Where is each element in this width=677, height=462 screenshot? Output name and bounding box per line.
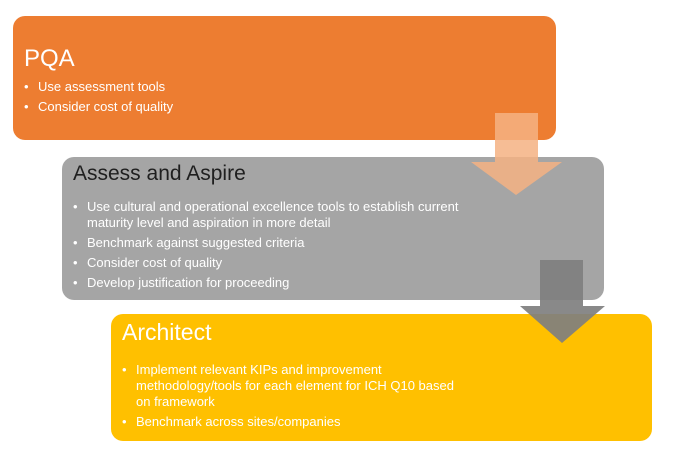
step-title: PQA xyxy=(24,45,75,72)
step-box-assess: Assess and Aspire Use cultural and opera… xyxy=(62,157,604,300)
bullet-item: Consider cost of quality xyxy=(24,99,173,115)
step-box-pqa: PQA Use assessment tools Consider cost o… xyxy=(13,16,556,140)
down-arrow-icon xyxy=(471,113,562,195)
bullet-item: Benchmark across sites/companies xyxy=(122,414,462,430)
bullet-item: Implement relevant KIPs and improvement … xyxy=(122,362,462,410)
down-arrow-icon xyxy=(520,260,605,343)
step-title: Architect xyxy=(122,319,212,345)
step-title: Assess and Aspire xyxy=(73,162,246,185)
bullet-list: Use assessment tools Consider cost of qu… xyxy=(24,79,173,119)
bullet-item: Develop justification for proceeding xyxy=(73,275,473,291)
bullet-item: Benchmark against suggested criteria xyxy=(73,235,473,251)
bullet-list: Use cultural and operational excellence … xyxy=(73,199,473,295)
bullet-list: Implement relevant KIPs and improvement … xyxy=(122,362,462,434)
bullet-item: Use cultural and operational excellence … xyxy=(73,199,473,231)
bullet-item: Use assessment tools xyxy=(24,79,173,95)
bullet-item: Consider cost of quality xyxy=(73,255,473,271)
